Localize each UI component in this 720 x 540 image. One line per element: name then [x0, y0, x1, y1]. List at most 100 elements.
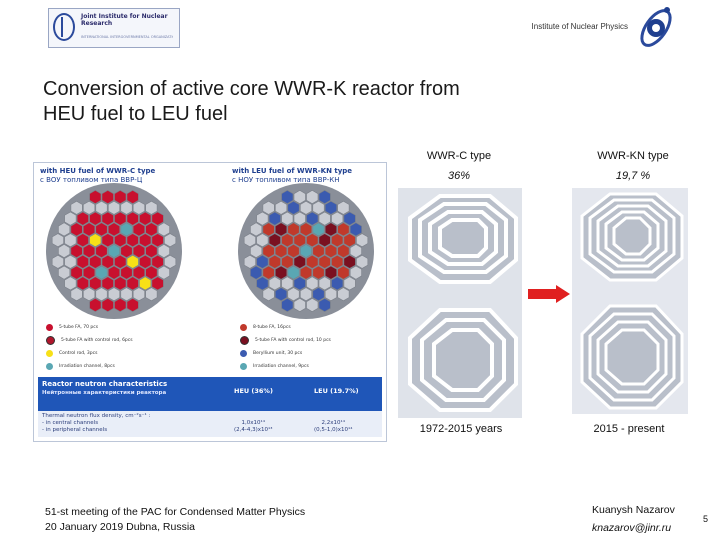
footer-meeting: 51-st meeting of the PAC for Condensed M… [45, 506, 306, 533]
core-cell [145, 265, 158, 280]
core-cell [331, 254, 344, 269]
core-cell [114, 298, 127, 312]
core-cell [243, 254, 256, 269]
core-cell [293, 254, 306, 269]
core-cell [89, 211, 102, 226]
core-cell [287, 200, 300, 215]
core-cell [120, 200, 133, 215]
core-cell [89, 298, 102, 312]
core-cell [58, 222, 71, 237]
core-cell [293, 298, 306, 312]
col-heu: HEU (36%) [234, 387, 273, 395]
core-cell [51, 233, 64, 248]
core-cell [306, 190, 319, 204]
core-cell [70, 265, 83, 280]
core-cell [120, 244, 133, 258]
core-cell [262, 200, 275, 215]
core-cell [76, 254, 89, 269]
core-cell [89, 233, 102, 248]
core-cell [275, 265, 288, 280]
core-cell [312, 265, 325, 280]
table-title: Reactor neutron characteristics [42, 380, 168, 388]
jinr-logo: Joint Institute for Nuclear Research INT… [48, 8, 180, 48]
table-header: Reactor neutron characteristics Нейтронн… [38, 377, 382, 411]
core-cell [306, 298, 319, 312]
core-cell [275, 244, 288, 258]
core-cell [132, 265, 145, 280]
legend-item: Irradiation channel, 8pcs [46, 360, 133, 373]
core-cell [343, 211, 356, 226]
core-cell [331, 276, 344, 291]
core-cell [337, 287, 350, 302]
leu-heading: with LEU fuel of WWR-KN type с НОУ топли… [232, 167, 353, 184]
institute-name: Institute of Nuclear Physics [531, 22, 628, 31]
core-cell [95, 222, 108, 237]
core-cell [349, 244, 362, 258]
core-cell [299, 244, 313, 258]
core-cell [262, 265, 275, 280]
legend-item: 5-tube FA, 70 pcs [46, 321, 133, 334]
core-cell [76, 276, 89, 291]
core-cell [306, 233, 319, 248]
core-cell [356, 254, 369, 269]
core-cell [108, 244, 120, 258]
core-cell [89, 254, 102, 269]
core-cell [312, 222, 325, 237]
core-cell [64, 211, 77, 226]
core-cell [126, 254, 139, 269]
legend-item: Irradiation channel, 9pcs [240, 360, 331, 373]
core-cell [281, 233, 294, 248]
core-cell [164, 254, 177, 269]
core-cell [318, 276, 331, 291]
core-cell [101, 298, 114, 312]
core-cell [312, 244, 325, 258]
col-leu: LEU (19.7%) [314, 387, 359, 395]
core-cell [275, 222, 288, 237]
core-cell [299, 222, 313, 237]
core-cell [356, 233, 369, 248]
core-cell [337, 200, 350, 215]
core-cell [293, 276, 306, 291]
core-cell [132, 244, 145, 258]
legend-item: 5-tube FA with control rod, 6pcs [46, 334, 133, 347]
core-cell [256, 276, 269, 291]
core-cell [101, 211, 114, 226]
heu-values: 1,0x10¹⁴ (2,4-4,3)x10¹³ [234, 420, 273, 433]
core-cell [324, 265, 338, 280]
leu-legend: 8-tube FA, 16pcs 5-tube FA with control … [240, 321, 331, 373]
core-cell [250, 222, 263, 237]
core-cell [82, 222, 96, 237]
core-cell [139, 233, 152, 248]
core-cell [293, 211, 306, 226]
core-cell [157, 222, 170, 237]
core-cell [312, 200, 325, 215]
core-cell [299, 265, 313, 280]
core-cell [132, 200, 145, 215]
core-cell [281, 211, 294, 226]
core-cell [145, 200, 158, 215]
core-cell [268, 233, 281, 248]
core-cell [250, 265, 263, 280]
core-cell [318, 190, 331, 204]
core-cell [349, 265, 362, 280]
leu-values: 2,2x10¹⁴ (0,5-1,0)x10¹⁴ [314, 420, 353, 433]
core-cell [324, 200, 338, 215]
core-cell [151, 211, 164, 226]
core-cell [256, 254, 269, 269]
legend-item: Beryllium unit, 30 pcs [240, 347, 331, 360]
table-title-ru: Нейтронные характеристики реактора [42, 390, 167, 396]
core-cell [256, 211, 269, 226]
core-cell [293, 190, 306, 204]
core-cell [89, 276, 102, 291]
core-cell [281, 254, 294, 269]
neutron-characteristics-table: Reactor neutron characteristics Нейтронн… [38, 377, 382, 437]
core-cell [95, 200, 108, 215]
core-cell [299, 200, 313, 215]
core-cell [132, 287, 145, 302]
core-cell [318, 233, 331, 248]
core-cell [76, 211, 89, 226]
heu-heading: with HEU fuel of WWR-C type с ВОУ топлив… [40, 167, 156, 184]
core-cell [126, 190, 139, 204]
core-cell [89, 190, 102, 204]
core-cell [281, 276, 294, 291]
